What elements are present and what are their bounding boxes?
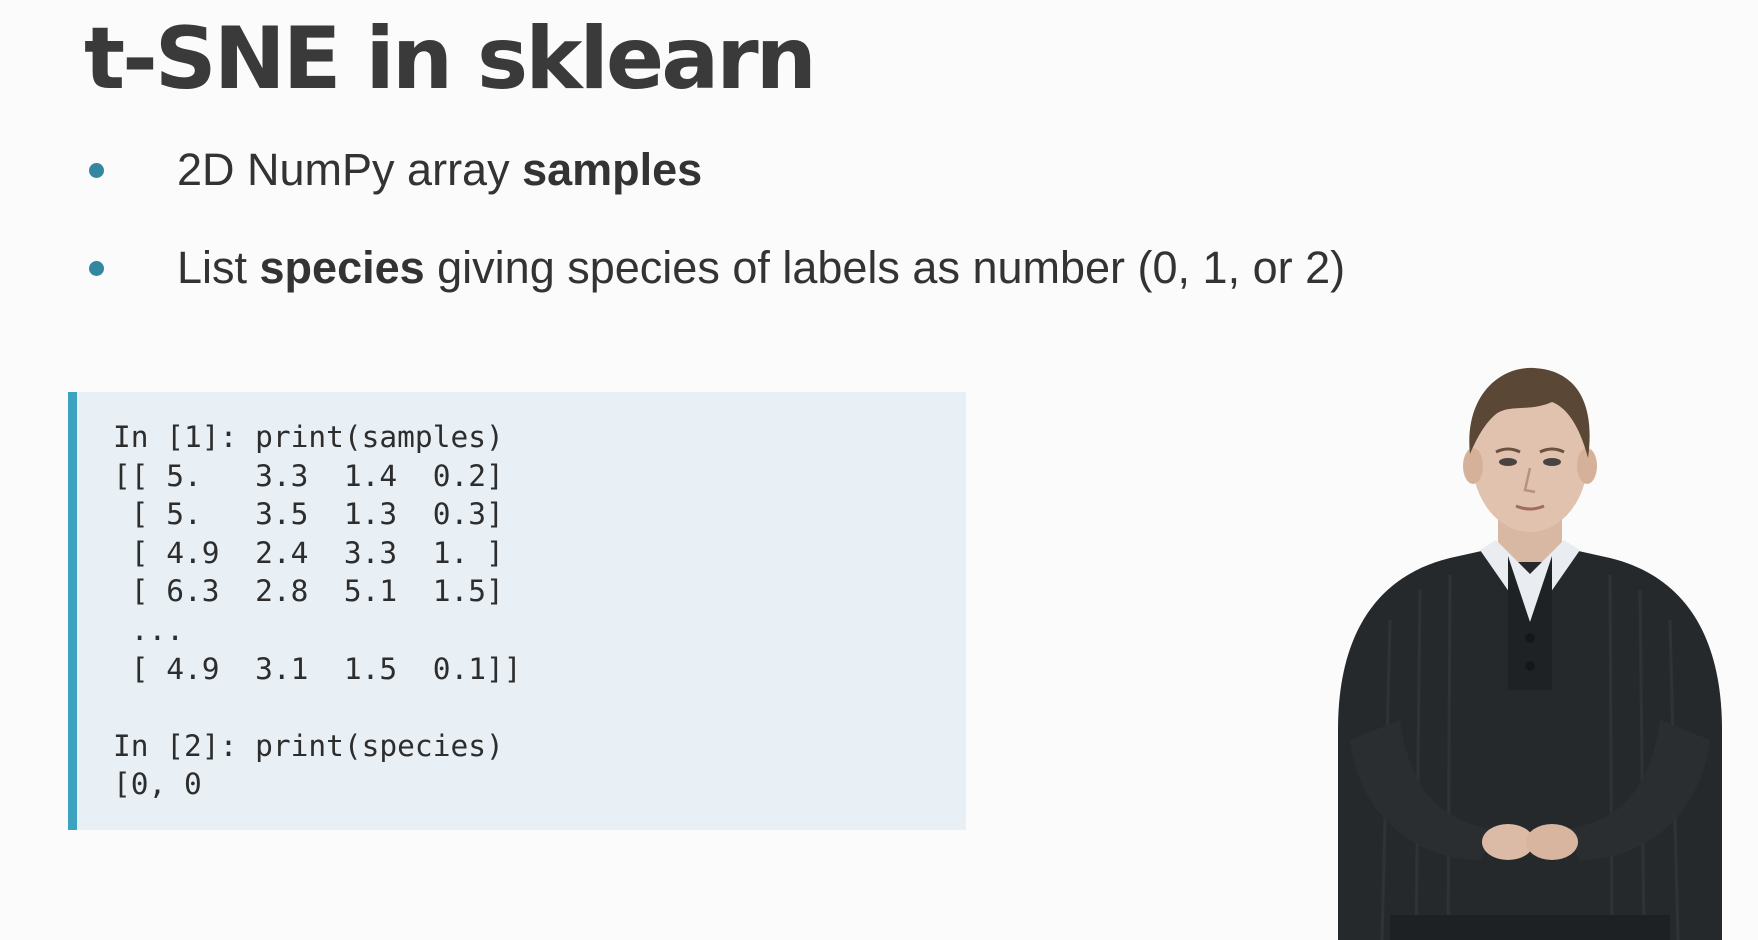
bullet-text-pre: List xyxy=(177,242,260,293)
bullet-item: 2D NumPy array samples xyxy=(0,140,1500,200)
bullet-text: List species giving species of labels as… xyxy=(177,238,1345,298)
code-line: [ 6.3 2.8 5.1 1.5] xyxy=(113,574,504,609)
code-line: [[ 5. 3.3 1.4 0.2] xyxy=(113,458,504,493)
bullet-dot-icon xyxy=(89,261,104,276)
bullet-text: 2D NumPy array samples xyxy=(177,140,702,200)
bullet-text-bold: samples xyxy=(522,144,703,195)
presenter-video-figure-icon xyxy=(1338,367,1722,940)
code-line: [ 5. 3.5 1.3 0.3] xyxy=(113,497,504,532)
code-line: In [1]: print(samples) xyxy=(113,420,504,454)
code-line: [ 4.9 3.1 1.5 0.1]] xyxy=(113,651,522,686)
code-line: ... xyxy=(113,613,185,647)
bullet-dot-icon xyxy=(89,163,104,178)
presenter-video xyxy=(1330,360,1730,940)
code-line: [0, 0 xyxy=(113,767,202,802)
slide-title: t-SNE in sklearn xyxy=(84,9,817,109)
bullet-text-pre: 2D NumPy array xyxy=(177,144,523,195)
code-line: In [2]: print(species) xyxy=(113,728,504,763)
bullet-text-bold: species xyxy=(259,242,425,293)
bullet-text-post: giving species of labels as number (0, 1… xyxy=(424,242,1346,293)
code-block: In [1]: print(samples) [[ 5. 3.3 1.4 0.2… xyxy=(68,392,966,830)
code-line: [ 4.9 2.4 3.3 1. ] xyxy=(113,535,504,570)
bullet-item: List species giving species of labels as… xyxy=(0,238,1500,298)
